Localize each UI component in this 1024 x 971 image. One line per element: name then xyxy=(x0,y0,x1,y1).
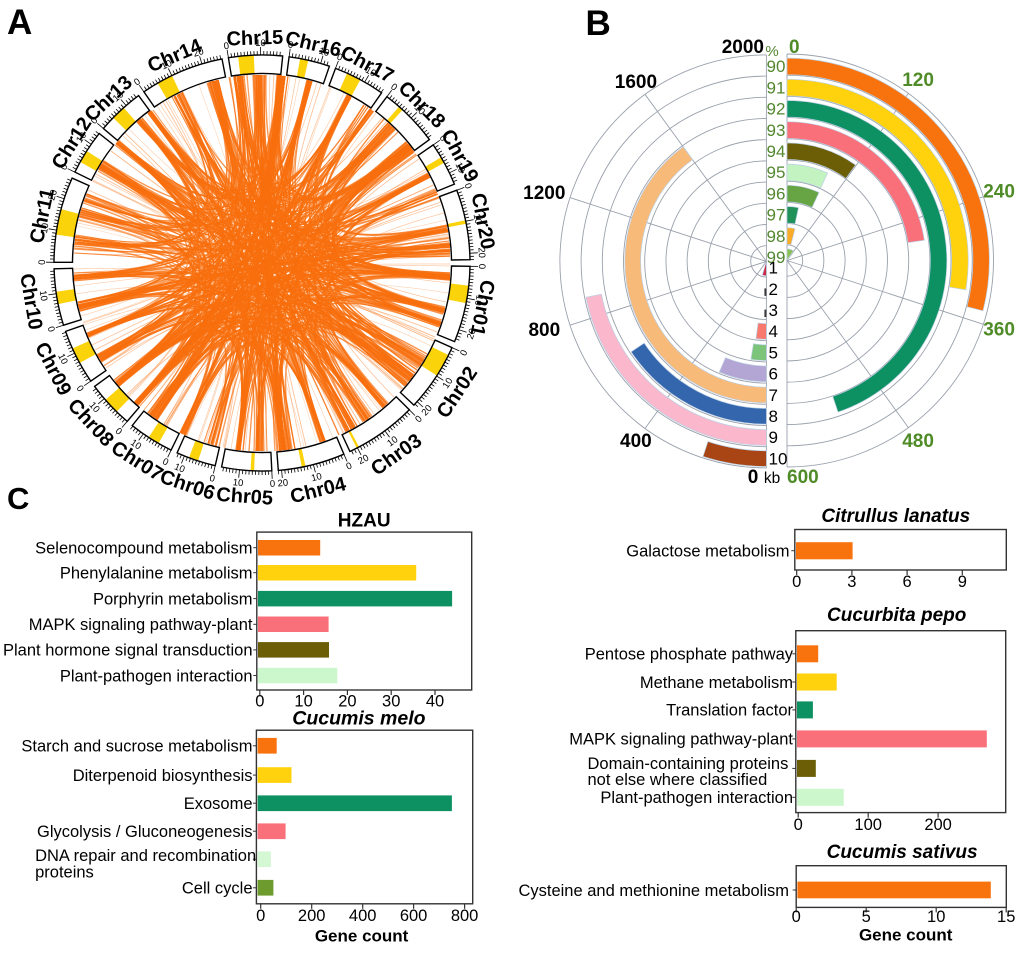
svg-text:360: 360 xyxy=(983,319,1015,340)
svg-text:800: 800 xyxy=(451,907,479,925)
svg-text:1600: 1600 xyxy=(615,72,657,93)
svg-text:1: 1 xyxy=(769,259,778,278)
svg-text:kb: kb xyxy=(764,470,780,487)
svg-text:C: C xyxy=(7,481,29,516)
svg-text:Gene count: Gene count xyxy=(315,927,409,946)
svg-text:0: 0 xyxy=(255,693,264,711)
svg-text:0: 0 xyxy=(37,260,48,265)
svg-text:94: 94 xyxy=(767,142,786,161)
svg-text:Exosome: Exosome xyxy=(184,795,253,813)
svg-text:96: 96 xyxy=(767,184,786,203)
svg-text:90: 90 xyxy=(767,57,786,76)
svg-text:9: 9 xyxy=(958,573,967,591)
svg-text:600: 600 xyxy=(787,467,819,488)
svg-text:2: 2 xyxy=(769,280,778,299)
svg-text:Cysteine and methionine metabo: Cysteine and methionine metabolism xyxy=(518,882,789,900)
svg-text:0: 0 xyxy=(256,907,265,925)
svg-text:Citrullus lanatus: Citrullus lanatus xyxy=(821,506,970,527)
svg-text:4: 4 xyxy=(769,322,778,341)
svg-text:400: 400 xyxy=(349,907,377,925)
svg-text:200: 200 xyxy=(298,907,326,925)
svg-text:3: 3 xyxy=(769,301,778,320)
svg-text:Pentose phosphate pathway: Pentose phosphate pathway xyxy=(585,646,794,664)
svg-text:95: 95 xyxy=(767,163,786,182)
svg-text:20: 20 xyxy=(277,478,289,490)
svg-text:Glycolysis / Gluconeogenesis: Glycolysis / Gluconeogenesis xyxy=(37,823,253,841)
svg-text:10: 10 xyxy=(769,449,788,468)
svg-text:Translation factor: Translation factor xyxy=(666,702,793,720)
svg-text:40: 40 xyxy=(426,693,444,711)
svg-text:Chr05: Chr05 xyxy=(216,484,274,510)
svg-text:2000: 2000 xyxy=(722,37,764,58)
svg-text:480: 480 xyxy=(902,431,934,452)
svg-text:0: 0 xyxy=(792,573,801,591)
svg-text:200: 200 xyxy=(924,816,952,834)
svg-text:1200: 1200 xyxy=(523,183,565,204)
svg-text:92: 92 xyxy=(767,100,786,119)
svg-text:Cucurbita pepo: Cucurbita pepo xyxy=(827,605,966,626)
svg-text:Selenocompound metabolism: Selenocompound metabolism xyxy=(35,540,252,558)
svg-text:120: 120 xyxy=(902,70,934,91)
svg-text:0: 0 xyxy=(789,37,800,58)
svg-text:Phenylalanine metabolism: Phenylalanine metabolism xyxy=(60,565,253,583)
svg-text:Starch and sucrose metabolism: Starch and sucrose metabolism xyxy=(21,738,252,756)
svg-text:%: % xyxy=(765,43,778,60)
svg-text:Gene count: Gene count xyxy=(859,926,953,945)
svg-text:Porphyrin metabolism: Porphyrin metabolism xyxy=(93,590,253,608)
svg-text:proteins: proteins xyxy=(35,864,94,882)
svg-text:0: 0 xyxy=(476,264,487,269)
svg-text:Galactose metabolism: Galactose metabolism xyxy=(626,543,789,561)
svg-text:A: A xyxy=(7,3,32,42)
svg-text:Domain-containing proteins: Domain-containing proteins xyxy=(588,755,789,773)
svg-text:7: 7 xyxy=(769,386,778,405)
svg-text:Plant-pathogen interaction: Plant-pathogen interaction xyxy=(60,667,253,685)
svg-text:MAPK signaling pathway-plant: MAPK signaling pathway-plant xyxy=(569,731,793,749)
svg-text:6: 6 xyxy=(903,573,912,591)
svg-text:6: 6 xyxy=(769,365,778,384)
svg-text:15: 15 xyxy=(997,908,1015,926)
svg-text:0: 0 xyxy=(792,908,801,926)
svg-text:5: 5 xyxy=(769,343,778,362)
svg-text:0: 0 xyxy=(748,467,759,488)
svg-text:MAPK signaling pathway-plant: MAPK signaling pathway-plant xyxy=(29,616,253,634)
svg-text:Diterpenoid biosynthesis: Diterpenoid biosynthesis xyxy=(73,767,253,785)
svg-text:800: 800 xyxy=(528,320,560,341)
svg-text:Cucumis sativus: Cucumis sativus xyxy=(827,842,978,863)
svg-text:400: 400 xyxy=(620,431,652,452)
svg-text:240: 240 xyxy=(983,182,1015,203)
svg-text:DNA repair and recombination: DNA repair and recombination xyxy=(35,847,256,865)
svg-text:98: 98 xyxy=(767,227,786,246)
svg-text:100: 100 xyxy=(854,816,882,834)
svg-text:97: 97 xyxy=(767,206,786,225)
svg-text:3: 3 xyxy=(847,573,856,591)
svg-text:Plant hormone signal transduct: Plant hormone signal transduction xyxy=(3,642,252,660)
svg-text:600: 600 xyxy=(400,907,428,925)
svg-text:91: 91 xyxy=(767,78,786,97)
svg-text:Plant-pathogen interaction: Plant-pathogen interaction xyxy=(600,789,793,807)
svg-text:93: 93 xyxy=(767,121,786,140)
svg-text:9: 9 xyxy=(769,428,778,447)
svg-text:8: 8 xyxy=(769,407,778,426)
svg-text:Chr15: Chr15 xyxy=(226,27,283,51)
svg-text:not else where classified: not else where classified xyxy=(588,771,768,789)
svg-text:0: 0 xyxy=(794,816,803,834)
svg-text:5: 5 xyxy=(862,908,871,926)
svg-text:B: B xyxy=(586,4,611,43)
svg-text:HZAU: HZAU xyxy=(338,511,391,532)
svg-text:10: 10 xyxy=(927,908,945,926)
svg-text:Cell cycle: Cell cycle xyxy=(182,880,253,898)
svg-text:Methane metabolism: Methane metabolism xyxy=(640,674,793,692)
svg-text:Cucumis melo: Cucumis melo xyxy=(292,708,425,730)
